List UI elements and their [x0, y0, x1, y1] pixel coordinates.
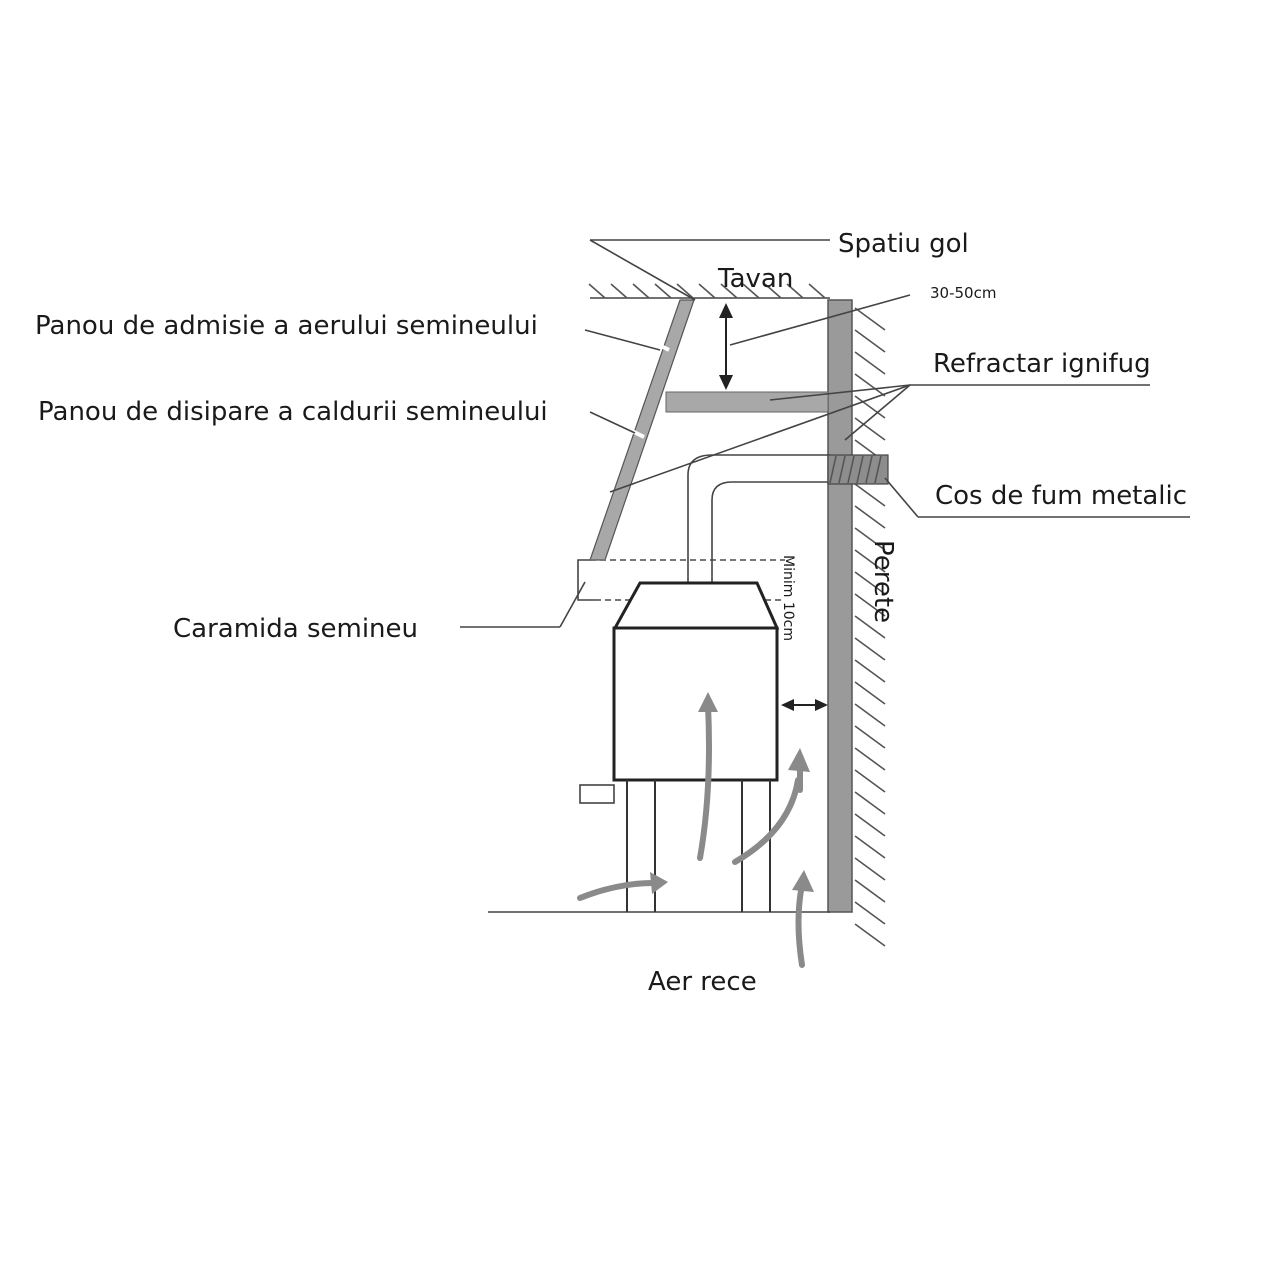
hatch-stroke — [856, 455, 864, 484]
hatch-stroke — [847, 455, 855, 484]
hatch-stroke — [854, 813, 886, 837]
hatch-stroke — [854, 571, 886, 595]
hatch-stroke — [676, 283, 694, 299]
cold-air-arrows — [577, 692, 814, 968]
wall-gap-arrow — [781, 699, 828, 711]
label-panou-admisie: Panou de admisie a aerului semineului — [35, 311, 538, 341]
labels: Spatiu gol Tavan 30-50cm Panou de admisi… — [35, 229, 1187, 997]
hatch-stroke — [854, 835, 886, 859]
fireplace-body — [579, 581, 780, 912]
hatch-stroke — [654, 283, 672, 299]
refractory-plate — [665, 391, 829, 413]
hatch-stroke — [764, 283, 782, 299]
hatch-stroke — [854, 769, 886, 793]
hatch-stroke — [854, 659, 886, 683]
label-spatiu-gol: Spatiu gol — [838, 229, 969, 259]
ceiling-gap-arrow — [719, 303, 733, 390]
hatch-stroke — [854, 549, 886, 573]
hatch-stroke — [786, 283, 804, 299]
ceiling — [588, 283, 830, 299]
hatch-stroke — [854, 923, 886, 947]
label-refractar: Refractar ignifug — [933, 349, 1151, 379]
hatch-stroke — [854, 901, 886, 925]
hatch-stroke — [854, 615, 886, 639]
hatch-stroke — [854, 307, 886, 331]
hatch-stroke — [865, 455, 873, 484]
hatch-stroke — [874, 455, 882, 484]
hatch-stroke — [854, 791, 886, 815]
label-distanta-tavan: 30-50cm — [930, 284, 996, 302]
hatch-stroke — [720, 283, 738, 299]
hatch-stroke — [854, 747, 886, 771]
hatch-stroke — [610, 283, 628, 299]
label-caramida: Caramida semineu — [173, 614, 418, 644]
label-tavan: Tavan — [717, 264, 793, 294]
hatch-stroke — [854, 483, 886, 507]
hatch-stroke — [854, 593, 886, 617]
hatch-stroke — [854, 395, 886, 419]
hatch-stroke — [808, 283, 826, 299]
hatch-stroke — [742, 283, 760, 299]
hatch-stroke — [854, 637, 886, 661]
hatch-stroke — [854, 527, 886, 551]
leader-lines — [460, 239, 1190, 628]
label-aer-rece: Aer rece — [648, 967, 757, 997]
hatch-stroke — [854, 505, 886, 529]
hatch-stroke — [854, 857, 886, 881]
hood-panel — [589, 299, 695, 561]
chimney-pipe — [687, 454, 889, 583]
label-cos-fum: Cos de fum metalic — [935, 481, 1187, 511]
hatch-stroke — [854, 879, 886, 903]
hatch-stroke — [854, 417, 886, 441]
label-minim: Minim 10cm — [780, 555, 796, 641]
hatch-stroke — [632, 283, 650, 299]
label-panou-disipare: Panou de disipare a caldurii semineului — [38, 397, 548, 427]
hatch-stroke — [854, 703, 886, 727]
hatch-stroke — [838, 455, 846, 484]
wall — [827, 299, 886, 947]
hatch-stroke — [829, 455, 837, 484]
label-perete: Perete — [868, 540, 898, 623]
hatch-stroke — [588, 283, 606, 299]
hatch-stroke — [854, 373, 886, 397]
hatch-stroke — [698, 283, 716, 299]
hatch-stroke — [854, 681, 886, 705]
hatch-stroke — [854, 351, 886, 375]
hatch-stroke — [854, 725, 886, 749]
hatch-stroke — [854, 329, 886, 353]
